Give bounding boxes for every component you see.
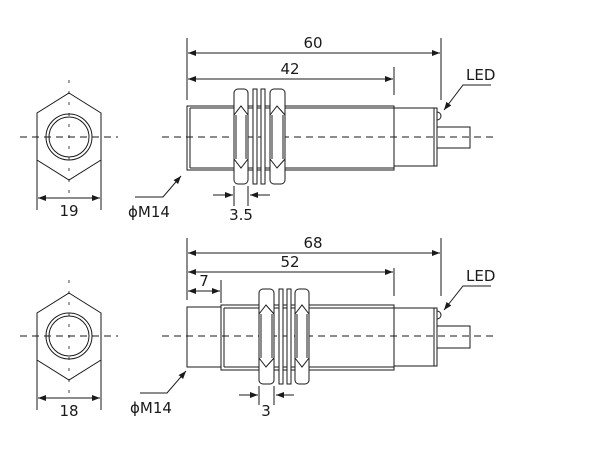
sensor-60-side-view: 60 42 ϕM14 3.5 LED — [128, 34, 497, 224]
thread-label: ϕM14 — [128, 203, 170, 221]
sensor-68-end-view: 18 — [20, 280, 118, 420]
hex-width-label: 19 — [59, 202, 78, 220]
overall-length-label: 60 — [303, 34, 322, 52]
sensor-60-end-view: 19 — [20, 80, 118, 220]
nut — [269, 88, 286, 185]
nut — [258, 288, 275, 385]
front-length-label: 7 — [199, 272, 209, 290]
led-label: LED — [466, 66, 495, 84]
thread-length-label: 52 — [280, 253, 299, 271]
hex-width-label: 18 — [59, 402, 78, 420]
sensor-68-side-view: 68 52 7 ϕM14 3 LED — [130, 234, 497, 420]
led-icon — [436, 310, 442, 320]
thread-length-label: 42 — [280, 60, 299, 78]
nut-thickness-label: 3 — [261, 402, 271, 420]
led-icon — [436, 111, 442, 121]
nut — [233, 88, 249, 185]
cable — [436, 325, 471, 349]
nut — [294, 288, 310, 385]
thread-label: ϕM14 — [130, 399, 172, 417]
led-label: LED — [466, 267, 495, 285]
overall-length-label: 68 — [303, 234, 322, 252]
cable — [436, 126, 471, 149]
nut-thickness-label: 3.5 — [229, 206, 253, 224]
